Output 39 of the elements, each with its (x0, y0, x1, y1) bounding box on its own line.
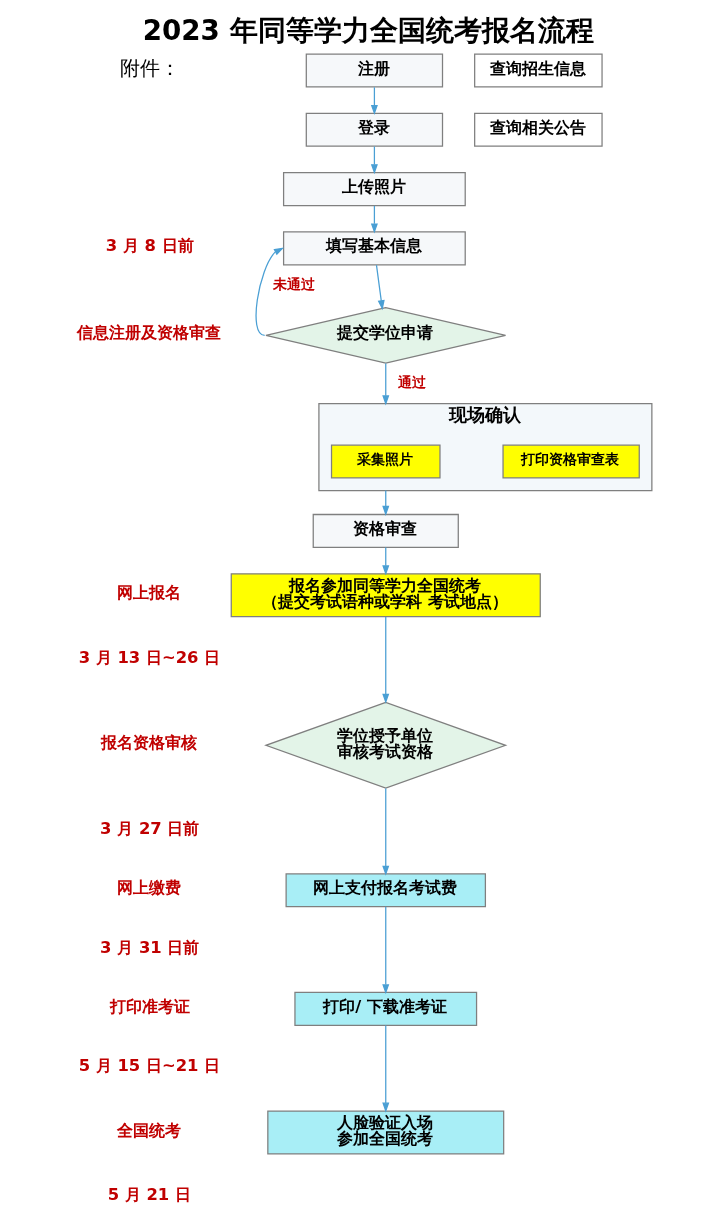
node-box: 查询相关公告 (474, 112, 603, 147)
arrow (382, 906, 390, 995)
node-box: 采集照片 (330, 444, 441, 479)
node-box: 报名参加同等学力全国统考 （提交考试语种或学科 考试地点） (230, 573, 541, 618)
label: 网上报名 (117, 583, 182, 603)
node-box: 打印/ 下载准考证 (294, 991, 478, 1026)
arrow (382, 1024, 390, 1113)
label: 全国统考 (117, 1120, 182, 1140)
arrow (375, 264, 385, 311)
arrow (382, 546, 390, 576)
node-box: 网上支付报名考试费 (285, 873, 486, 908)
diagram-title: 2023 年同等学力全国统考报名流程 (142, 13, 594, 47)
node-box: 登录 (305, 112, 444, 147)
node-box: 查询招生信息 (474, 53, 603, 88)
node-box: 上传照片 (282, 172, 466, 207)
node-diamond: 学位授予单位审核考试资格 (264, 701, 508, 789)
arrow (255, 247, 285, 337)
arrow (382, 787, 390, 876)
label: 5 月 21 日 (107, 1184, 191, 1204)
node-box: 资格审查 (312, 513, 459, 548)
node-box: 打印资格审查表 (502, 444, 640, 479)
edge-label: 通过 (397, 373, 426, 390)
label: 3 月 13 日~26 日 (78, 647, 221, 667)
node-box: 人脸验证入场参加全国统考 (267, 1110, 505, 1155)
label: 5 月 15 日~21 日 (78, 1056, 221, 1076)
edge-label: 未通过 (273, 275, 316, 292)
label: 3 月 8 日前 (105, 236, 194, 256)
label: 网上缴费 (117, 878, 182, 898)
label: 报名资格审核 (101, 733, 198, 753)
label: 3 月 27 日前 (100, 819, 200, 839)
label: 信息注册及资格审查 (77, 323, 222, 343)
node-diamond: 提交学位申请 (265, 307, 507, 364)
arrow (382, 616, 390, 704)
arrow (382, 362, 390, 406)
label: 打印准考证 (109, 996, 190, 1016)
label: 3 月 31 日前 (100, 937, 200, 957)
node-box: 填写基本信息 (282, 231, 466, 266)
node-box: 注册 (305, 53, 444, 88)
label: 附件： (119, 56, 180, 81)
